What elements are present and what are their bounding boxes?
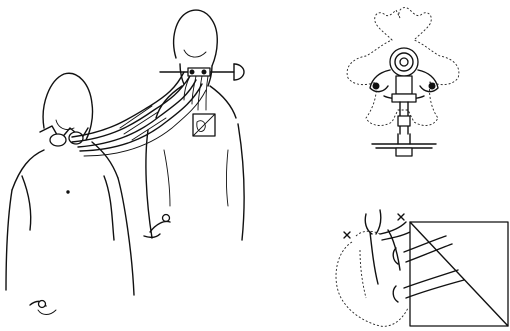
- cannula-patch: [393, 222, 508, 326]
- syringe-icon: [160, 64, 244, 110]
- donor-animal-icon: [144, 10, 244, 240]
- panel-heart-detail: [336, 210, 508, 326]
- recipient-animal-icon: [6, 73, 134, 314]
- heart-icon: [336, 210, 410, 326]
- panel-vertebra-cross-section: [347, 8, 459, 156]
- panel-cross-circulation: [6, 10, 244, 314]
- cannula-stem: [372, 76, 436, 156]
- vertebra-icon: [347, 8, 459, 126]
